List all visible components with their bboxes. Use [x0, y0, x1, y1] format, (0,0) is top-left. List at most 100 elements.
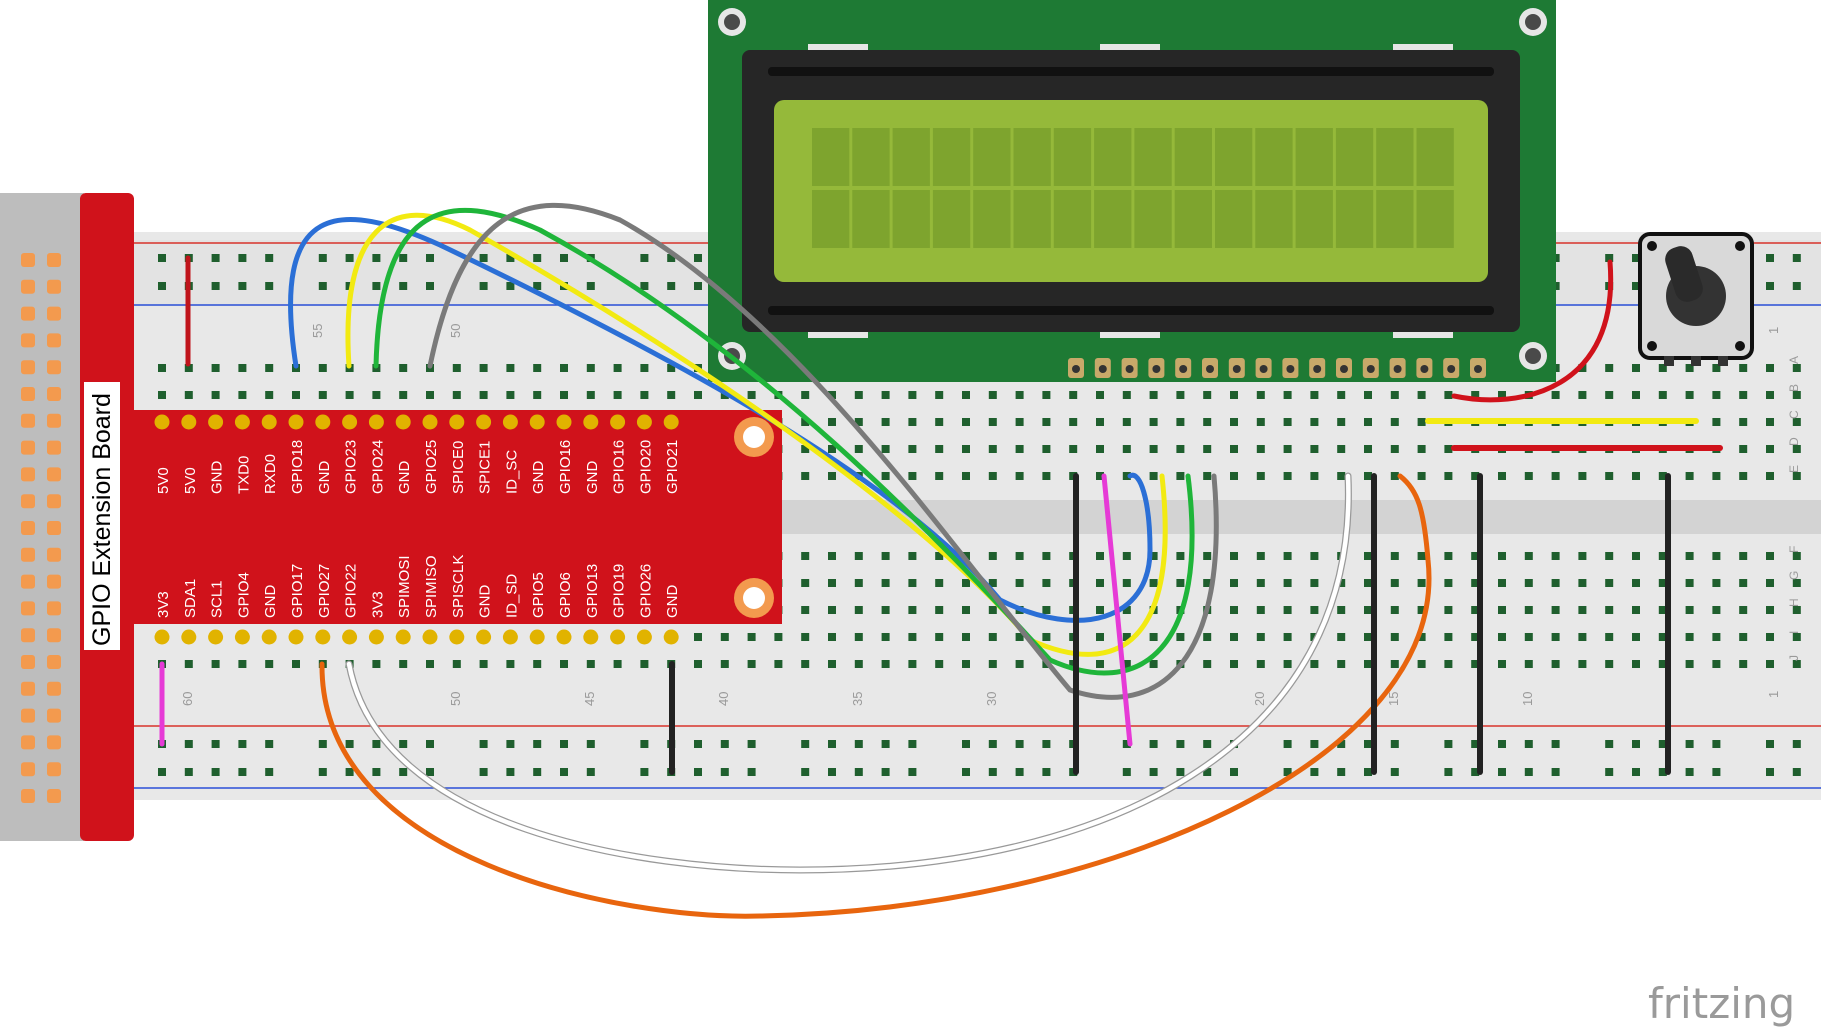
breadboard-hole[interactable] — [694, 660, 702, 668]
breadboard-hole[interactable] — [1256, 579, 1265, 587]
rail-hole[interactable] — [908, 768, 917, 776]
rail-hole[interactable] — [1632, 254, 1640, 262]
breadboard-hole[interactable] — [1283, 391, 1292, 399]
breadboard-hole[interactable] — [640, 660, 649, 668]
rail-hole[interactable] — [238, 768, 247, 776]
breadboard-hole[interactable] — [1390, 552, 1399, 560]
breadboard-hole[interactable] — [962, 418, 970, 426]
rail-hole[interactable] — [586, 740, 595, 748]
breadboard-hole[interactable] — [1364, 391, 1372, 399]
rail-hole[interactable] — [479, 740, 488, 748]
breadboard-hole[interactable] — [1658, 606, 1667, 614]
breadboard-hole[interactable] — [747, 660, 756, 668]
breadboard-hole[interactable] — [828, 579, 836, 587]
breadboard-hole[interactable] — [1685, 633, 1694, 641]
rail-hole[interactable] — [1551, 768, 1560, 776]
breadboard-hole[interactable] — [747, 633, 756, 641]
breadboard-hole[interactable] — [1283, 606, 1292, 614]
breadboard-hole[interactable] — [1256, 606, 1265, 614]
rail-hole[interactable] — [1122, 768, 1131, 776]
breadboard-hole[interactable] — [1042, 633, 1051, 641]
breadboard-hole[interactable] — [1712, 472, 1721, 480]
breadboard-hole[interactable] — [881, 552, 890, 560]
breadboard-hole[interactable] — [801, 418, 810, 426]
rail-hole[interactable] — [586, 282, 595, 290]
breadboard-hole[interactable] — [1658, 364, 1667, 372]
rail-hole[interactable] — [1444, 768, 1453, 776]
breadboard-hole[interactable] — [1498, 579, 1506, 587]
breadboard-hole[interactable] — [1256, 391, 1265, 399]
breadboard-hole[interactable] — [1122, 606, 1131, 614]
breadboard-hole[interactable] — [1551, 472, 1560, 480]
breadboard-hole[interactable] — [1712, 552, 1721, 560]
breadboard-hole[interactable] — [1256, 472, 1265, 480]
rail-hole[interactable] — [1310, 768, 1319, 776]
breadboard-hole[interactable] — [908, 445, 917, 453]
breadboard-hole[interactable] — [881, 445, 890, 453]
breadboard-hole[interactable] — [828, 633, 836, 641]
breadboard-hole[interactable] — [962, 391, 970, 399]
breadboard-hole[interactable] — [1766, 579, 1774, 587]
rail-hole[interactable] — [1498, 740, 1506, 748]
breadboard-hole[interactable] — [1498, 606, 1506, 614]
rail-hole[interactable] — [1203, 768, 1212, 776]
breadboard-hole[interactable] — [1283, 579, 1292, 587]
breadboard-hole[interactable] — [533, 391, 542, 399]
breadboard-hole[interactable] — [1444, 660, 1453, 668]
breadboard-hole[interactable] — [1310, 579, 1319, 587]
breadboard-hole[interactable] — [292, 660, 300, 668]
rail-hole[interactable] — [1685, 768, 1694, 776]
breadboard-hole[interactable] — [238, 391, 247, 399]
rail-hole[interactable] — [1471, 740, 1480, 748]
rail-hole[interactable] — [479, 254, 488, 262]
rail-hole[interactable] — [1551, 740, 1560, 748]
rail-hole[interactable] — [1364, 768, 1372, 776]
rail-hole[interactable] — [1658, 740, 1667, 748]
rail-hole[interactable] — [506, 254, 515, 262]
breadboard-hole[interactable] — [1337, 418, 1346, 426]
breadboard-hole[interactable] — [1712, 418, 1721, 426]
breadboard-hole[interactable] — [1712, 660, 1721, 668]
breadboard-hole[interactable] — [1015, 579, 1024, 587]
breadboard-hole[interactable] — [1310, 445, 1319, 453]
breadboard-hole[interactable] — [1578, 472, 1587, 480]
rail-hole[interactable] — [506, 282, 515, 290]
rail-hole[interactable] — [345, 254, 354, 262]
breadboard-hole[interactable] — [479, 660, 488, 668]
breadboard-hole[interactable] — [1578, 633, 1587, 641]
breadboard-hole[interactable] — [935, 472, 944, 480]
breadboard-hole[interactable] — [1712, 606, 1721, 614]
rail-hole[interactable] — [479, 282, 488, 290]
breadboard-hole[interactable] — [854, 633, 863, 641]
breadboard-hole[interactable] — [988, 606, 997, 614]
breadboard-hole[interactable] — [399, 364, 408, 372]
rail-hole[interactable] — [1498, 768, 1506, 776]
breadboard-hole[interactable] — [640, 364, 649, 372]
breadboard-hole[interactable] — [1792, 418, 1801, 426]
breadboard-hole[interactable] — [1364, 660, 1372, 668]
rail-hole[interactable] — [1042, 740, 1051, 748]
breadboard-hole[interactable] — [1390, 418, 1399, 426]
breadboard-hole[interactable] — [1739, 391, 1748, 399]
breadboard-hole[interactable] — [1122, 633, 1131, 641]
breadboard-hole[interactable] — [1632, 364, 1640, 372]
breadboard-hole[interactable] — [720, 633, 729, 641]
breadboard-hole[interactable] — [1417, 606, 1426, 614]
rail-hole[interactable] — [265, 282, 274, 290]
breadboard-hole[interactable] — [1632, 391, 1640, 399]
rail-hole[interactable] — [1766, 254, 1774, 262]
breadboard-hole[interactable] — [1390, 391, 1399, 399]
rail-hole[interactable] — [426, 254, 434, 262]
rail-hole[interactable] — [211, 740, 220, 748]
rail-hole[interactable] — [211, 282, 220, 290]
breadboard-hole[interactable] — [854, 579, 863, 587]
breadboard-hole[interactable] — [1337, 633, 1346, 641]
rail-hole[interactable] — [881, 740, 890, 748]
rail-hole[interactable] — [1524, 768, 1533, 776]
breadboard-hole[interactable] — [1578, 579, 1587, 587]
rail-hole[interactable] — [1792, 768, 1801, 776]
breadboard-hole[interactable] — [640, 391, 649, 399]
breadboard-hole[interactable] — [962, 472, 970, 480]
rail-hole[interactable] — [1364, 740, 1372, 748]
rail-hole[interactable] — [667, 282, 676, 290]
